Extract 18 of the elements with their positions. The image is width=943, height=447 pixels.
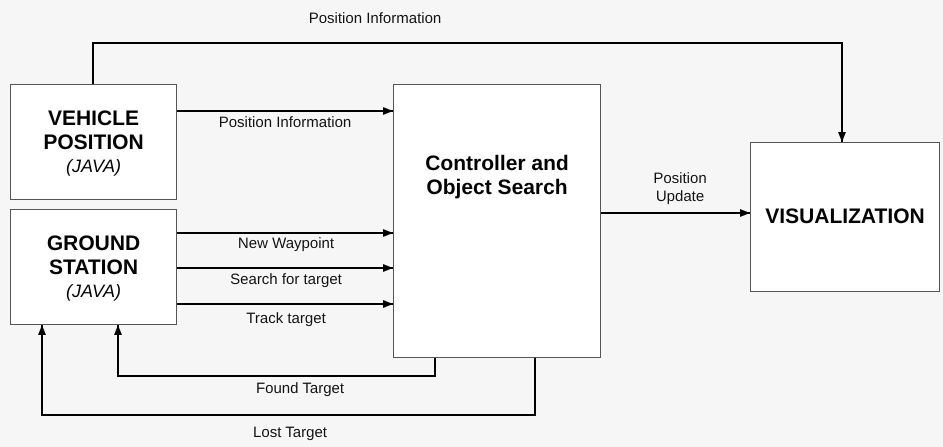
arrow — [177, 229, 393, 237]
arrow — [177, 300, 393, 308]
process-box — [393, 84, 601, 358]
arrow — [92, 42, 846, 142]
box-title: VISUALIZATION — [765, 205, 925, 229]
process-box — [750, 142, 940, 292]
arrow — [601, 209, 750, 217]
box-title: GROUND STATION — [46, 232, 142, 280]
box-title: VEHICLE POSITION — [42, 107, 145, 155]
box-title: Controller and Object Search — [424, 152, 570, 200]
arrow — [177, 107, 393, 115]
arrow — [114, 325, 436, 377]
arrow — [177, 264, 393, 272]
process-box — [10, 84, 177, 200]
process-box — [10, 209, 177, 325]
arrow — [38, 325, 536, 416]
box-subtitle: (JAVA) — [66, 280, 122, 302]
box-subtitle: (JAVA) — [66, 155, 122, 177]
